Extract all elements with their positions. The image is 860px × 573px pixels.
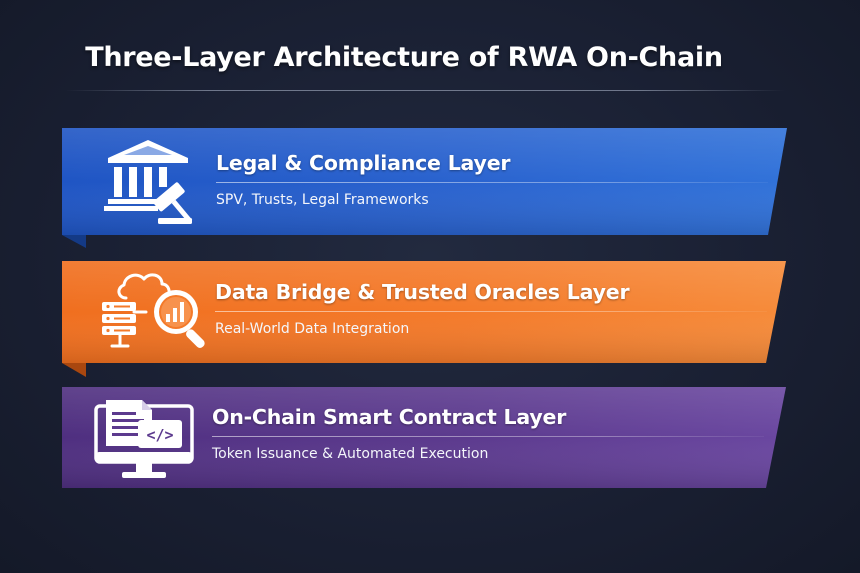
layer-card-data-bridge: Data Bridge & Trusted Oracles Layer Real… <box>215 280 767 337</box>
layer-subtitle: Token Issuance & Automated Execution <box>212 446 489 462</box>
layer-title: On-Chain Smart Contract Layer <box>212 405 567 429</box>
layer-card-smart-contract: On-Chain Smart Contract Layer Token Issu… <box>212 405 764 462</box>
cloud-server-magnifier-icon <box>102 273 205 348</box>
courthouse-gavel-icon <box>104 140 193 224</box>
layer-divider <box>216 182 768 183</box>
svg-text:</>: </> <box>146 426 173 444</box>
title-divider <box>65 90 785 91</box>
layer-subtitle: Real-World Data Integration <box>215 321 410 337</box>
layer-subtitle: SPV, Trusts, Legal Frameworks <box>216 192 429 208</box>
layer-card-legal: Legal & Compliance Layer SPV, Trusts, Le… <box>216 151 768 208</box>
monitor-code-icon: </> <box>94 400 194 478</box>
layer-title: Data Bridge & Trusted Oracles Layer <box>215 280 630 304</box>
diagram-title: Three-Layer Architecture of RWA On-Chain <box>85 42 723 73</box>
layer-title: Legal & Compliance Layer <box>216 151 511 175</box>
layer-divider <box>215 311 767 312</box>
layer-divider <box>212 436 764 437</box>
